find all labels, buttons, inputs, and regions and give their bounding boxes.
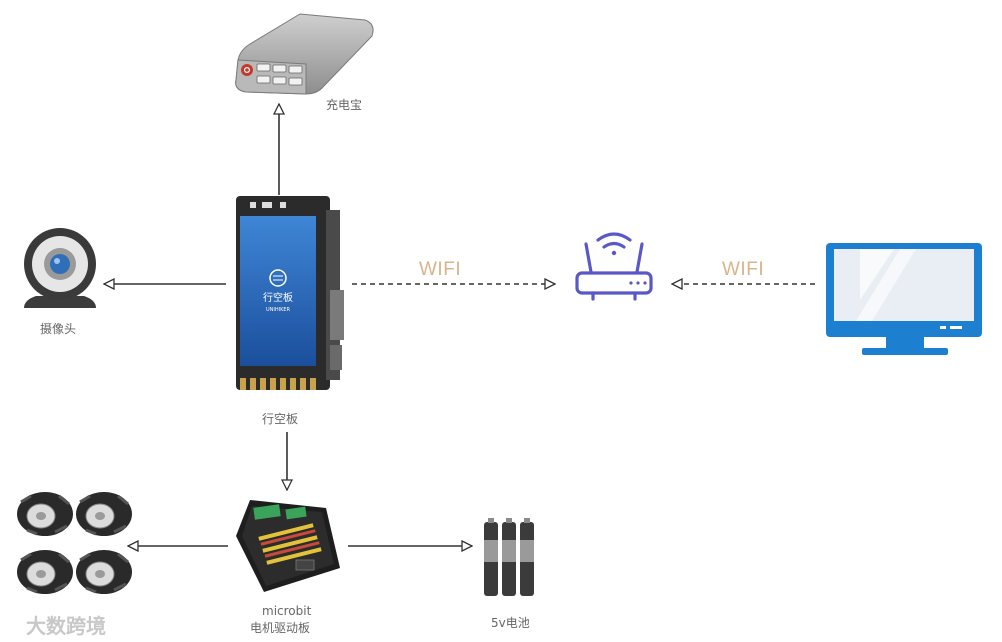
battery-label: 5v电池 [491,616,530,630]
board-screen-title: 行空板 [263,291,293,304]
camera-icon [24,228,96,308]
power-bank-icon [235,13,374,95]
wifi-label-board: WIFI [419,259,462,280]
wifi-label-monitor: WIFI [722,259,765,280]
power-bank-label: 充电宝 [326,98,363,112]
monitor-icon [826,243,982,355]
camera-label: 摄像头 [40,322,77,336]
motor-board-label-line2: 电机驱动板 [250,621,311,635]
motor-board-label-line1: microbit [262,604,312,618]
board-screen-subtitle: UNIHIKER [266,307,291,313]
watermark-text: 大数跨境 [26,614,106,638]
battery-icon [484,518,534,596]
board-label: 行空板 [262,412,299,426]
mecanum-wheels-icon [17,492,132,594]
unihiker-board-icon [236,196,344,390]
motor-driver-board-icon [236,500,340,592]
router-icon [575,232,653,301]
